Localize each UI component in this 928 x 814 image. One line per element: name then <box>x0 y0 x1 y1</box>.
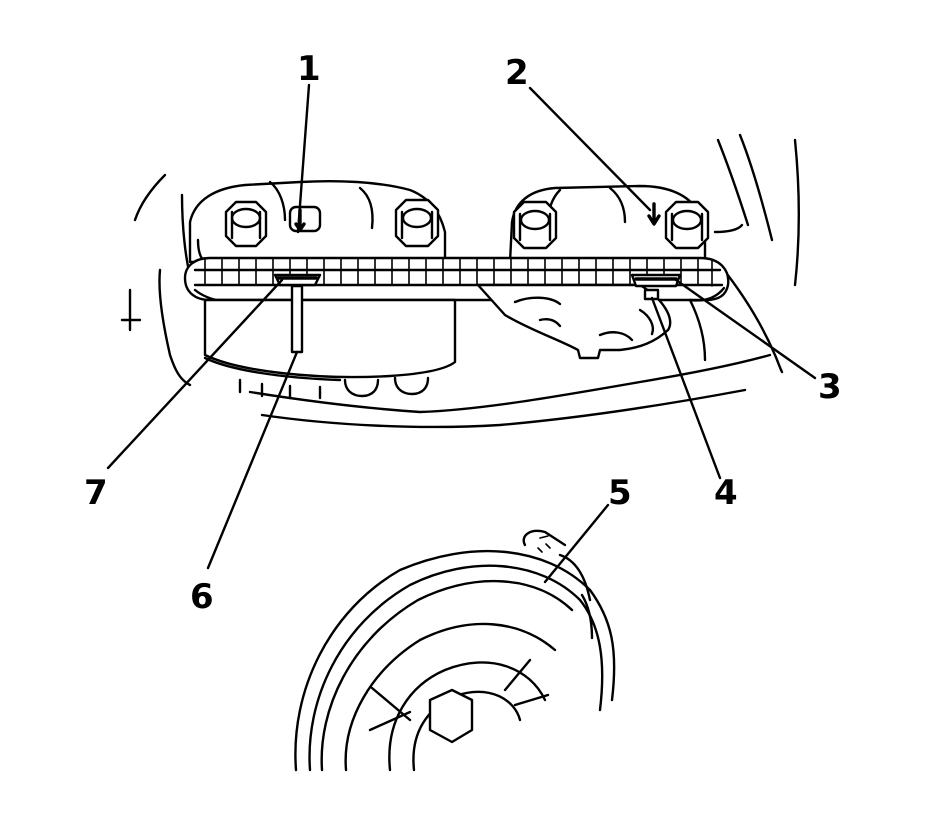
leader-3 <box>674 278 817 380</box>
callout-6: 6 <box>190 577 214 617</box>
leader-7 <box>106 278 284 470</box>
chain-mark-right <box>630 273 682 288</box>
callout-7: 7 <box>84 473 108 513</box>
left-sprocket-housing <box>203 298 457 400</box>
leader-5 <box>543 503 610 584</box>
leader-2 <box>528 86 652 212</box>
bolt-right-outer <box>664 200 710 250</box>
engine-block-outline <box>120 133 800 429</box>
leader-6 <box>206 350 299 570</box>
bolt-left-inner <box>394 198 440 248</box>
callout-4: 4 <box>714 473 738 513</box>
bolt-right-inner <box>512 200 558 250</box>
bolt-left-outer <box>224 200 268 248</box>
leader-4 <box>650 296 722 480</box>
chain-guide-bracket <box>476 283 672 360</box>
callout-5: 5 <box>608 473 632 513</box>
chain-mark-left <box>273 273 322 287</box>
callout-2: 2 <box>505 53 529 93</box>
left-camshaft-slot <box>288 205 322 233</box>
leader-lines <box>106 83 817 584</box>
right-camshaft-mark <box>647 202 661 226</box>
callout-3: 3 <box>818 367 842 407</box>
right-camshaft-cap <box>508 184 707 264</box>
callout-1: 1 <box>297 49 321 89</box>
crankshaft-balancer <box>294 529 616 772</box>
leader-1 <box>296 83 311 234</box>
crank-timing-mark-line <box>290 284 304 354</box>
